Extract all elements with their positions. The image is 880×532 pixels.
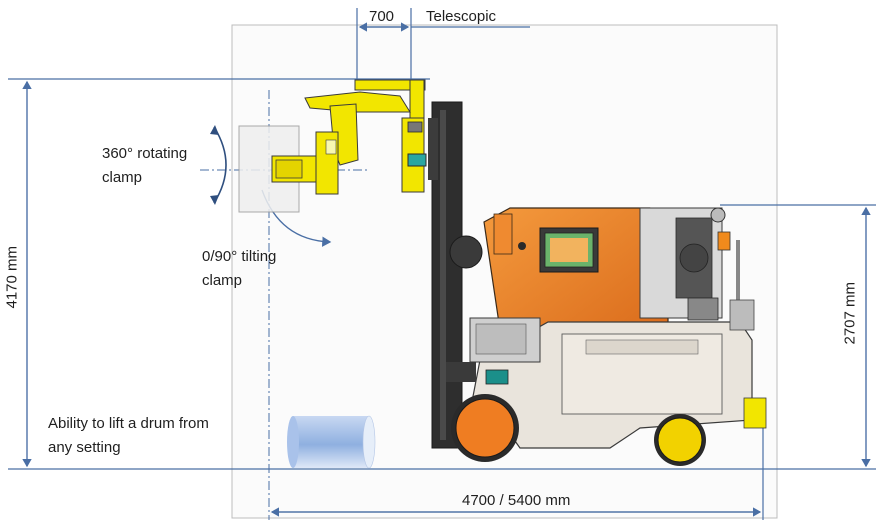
height-2707-dimension bbox=[720, 204, 876, 468]
rotating-clamp-label-line1: 360° rotating bbox=[102, 145, 188, 162]
telescopic-arm bbox=[304, 79, 427, 193]
chassis-body bbox=[469, 299, 767, 449]
length-dimension bbox=[270, 415, 764, 520]
drum-label-line1: Ability to lift a drum from bbox=[48, 415, 209, 432]
rotating-clamp bbox=[271, 131, 339, 195]
rear-machinery bbox=[639, 207, 740, 321]
telescopic-value-label: 700 bbox=[369, 8, 395, 25]
front-wheel bbox=[451, 394, 519, 462]
drum-label-line2: any setting bbox=[48, 439, 121, 456]
height-4170-label: 4170 mm bbox=[3, 245, 21, 309]
telescopic-700-dimension bbox=[356, 8, 530, 80]
length-dimension-label: 4700 / 5400 mm bbox=[462, 492, 571, 509]
drum bbox=[287, 415, 376, 469]
tilting-clamp-label-line2: clamp bbox=[202, 272, 243, 289]
height-2707-label: 2707 mm bbox=[841, 281, 859, 345]
rotation-arrowhead-icon bbox=[210, 195, 219, 205]
rotating-clamp-label-line2: clamp bbox=[102, 169, 143, 186]
rear-wheel bbox=[654, 414, 706, 466]
orange-cab bbox=[483, 207, 669, 346]
height-4170-dimension bbox=[8, 78, 430, 468]
telescopic-label: Telescopic bbox=[426, 8, 497, 25]
forklift-mast bbox=[428, 101, 483, 449]
tilting-clamp-label-line1: 0/90° tilting bbox=[202, 248, 277, 265]
rotation-arrowhead-top-icon bbox=[210, 125, 219, 135]
rotation-arc bbox=[213, 126, 227, 204]
